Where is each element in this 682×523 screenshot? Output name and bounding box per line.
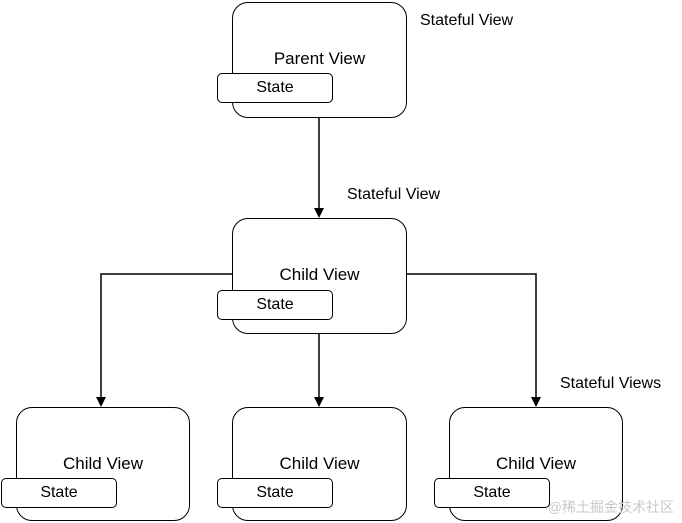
- middle-child-view-title: Child View: [279, 265, 360, 284]
- center-state-box: State: [217, 478, 333, 508]
- parent-state-box: State: [217, 73, 333, 103]
- children-stateful-label: Stateful Views: [560, 375, 662, 392]
- right-child-view-title: Child View: [495, 454, 576, 473]
- right-state-box: State: [434, 478, 550, 508]
- watermark: @稀土掘金技术社区: [547, 499, 674, 515]
- child-to-left-arrow: [96, 273, 233, 407]
- center-child-view-title: Child View: [279, 454, 360, 473]
- child-to-right-arrow: [405, 273, 541, 407]
- parent-view-title: Parent View: [273, 49, 366, 68]
- middle-state-box: State: [217, 290, 333, 320]
- parent-stateful-label: Stateful View: [420, 12, 514, 29]
- left-child-view-title: Child View: [62, 454, 143, 473]
- middle-stateful-label: Stateful View: [347, 186, 441, 203]
- left-state-box: State: [1, 478, 117, 508]
